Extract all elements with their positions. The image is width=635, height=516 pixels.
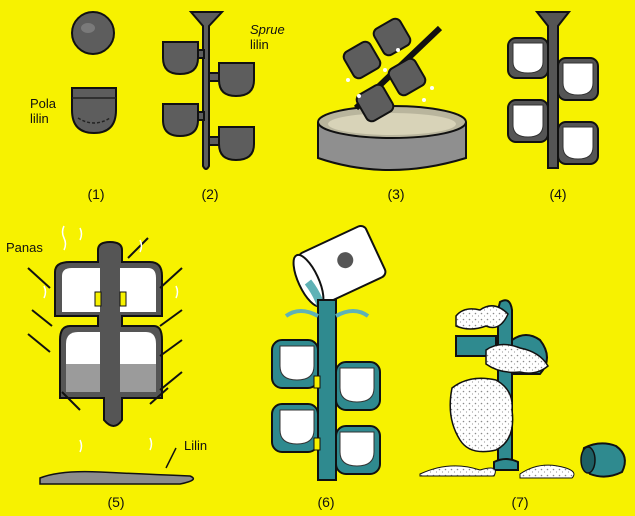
wax-label: Lilin: [184, 438, 208, 453]
step-caption-1: (1): [87, 186, 105, 202]
step-caption-4: (4): [549, 186, 567, 202]
step-7-knockout: [419, 299, 626, 479]
step-3-dipping: [317, 17, 467, 171]
step-caption-2: (2): [201, 186, 219, 202]
step-caption-5: (5): [107, 494, 125, 510]
step-caption-3: (3): [387, 186, 405, 202]
step-2-wax-tree: [162, 11, 255, 170]
step-6-pouring: [271, 224, 387, 481]
pattern-label-line1: Pola: [30, 96, 57, 111]
pattern-label: Pola lilin: [30, 96, 56, 126]
sprue-label: Sprue lilin: [250, 22, 285, 52]
step-4-shell: [507, 11, 599, 169]
step-5-dewax: [27, 225, 195, 485]
heat-label: Panas: [6, 240, 43, 255]
sprue-label-line1: Sprue: [250, 22, 285, 37]
step-caption-7: (7): [511, 494, 529, 510]
step-caption-6: (6): [317, 494, 335, 510]
pattern-label-line2: lilin: [30, 111, 49, 126]
step-1-wax-pattern: [71, 11, 117, 135]
sprue-label-line2: lilin: [250, 37, 269, 52]
